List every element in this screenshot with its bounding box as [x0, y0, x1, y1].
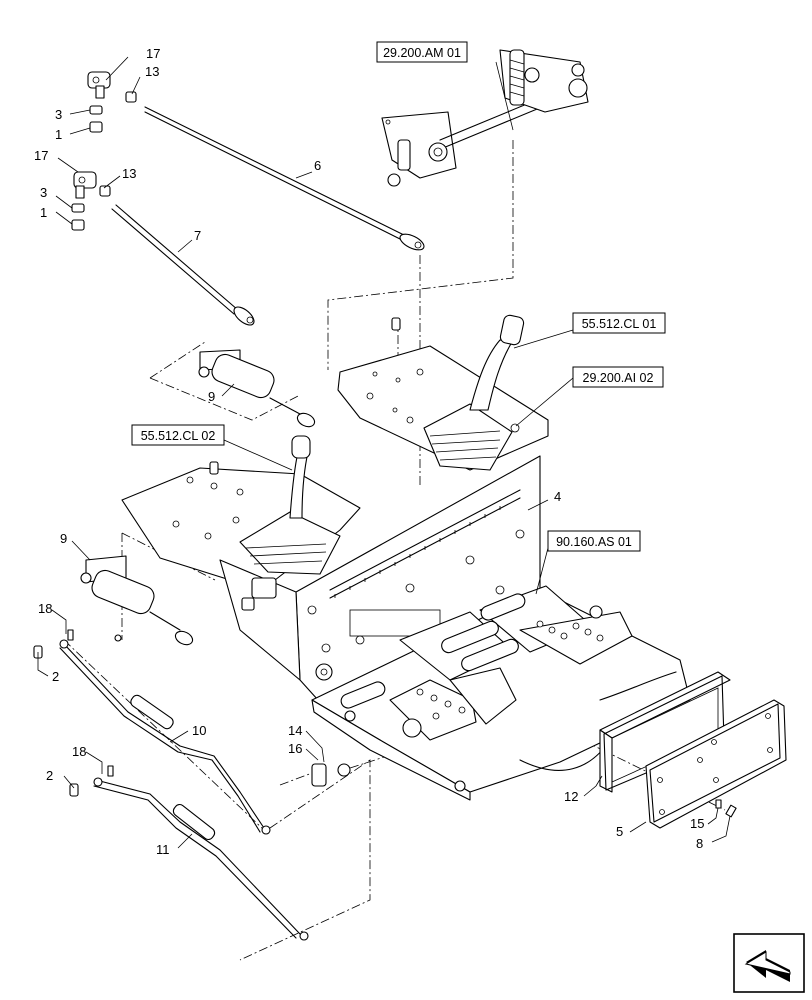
ref-29-200-am-01[interactable]: 29.200.AM 01 [376, 41, 468, 63]
svg-text:55.512.CL 01: 55.512.CL 01 [582, 317, 657, 331]
cover-plate-5 [645, 699, 787, 829]
pedal-holes [416, 620, 604, 720]
rod-11 [93, 777, 309, 941]
rod-7 [111, 204, 255, 326]
callout-17-bottom: 17 [34, 148, 48, 163]
svg-text:55.512.CL 02: 55.512.CL 02 [141, 429, 216, 443]
callout-16: 16 [288, 741, 302, 756]
rod-10 [59, 639, 271, 835]
reference-labels: 29.200.AM 01 55.512.CL 01 29.200.AI 02 5… [131, 41, 666, 552]
rod-end-hardware-bottom [71, 171, 111, 231]
callout-9-upper: 9 [208, 389, 215, 404]
ref-29-200-ai-02[interactable]: 29.200.AI 02 [572, 366, 664, 388]
callout-5: 5 [616, 824, 623, 839]
callout-14: 14 [288, 723, 302, 738]
callout-9-lower: 9 [60, 531, 67, 546]
callout-8: 8 [696, 836, 703, 851]
svg-text:29.200.AI 02: 29.200.AI 02 [583, 371, 654, 385]
callout-2-lower: 2 [46, 768, 53, 783]
callout-11: 11 [156, 842, 170, 857]
callout-numbers: 17 13 3 1 17 13 3 1 6 7 9 4 9 18 2 10 18… [34, 46, 704, 857]
svg-text:90.160.AS 01: 90.160.AS 01 [556, 535, 632, 549]
rod-6 [144, 106, 425, 251]
callout-10: 10 [192, 723, 206, 738]
ref-55-512-cl-01[interactable]: 55.512.CL 01 [572, 312, 666, 334]
reference-leaders [223, 61, 574, 595]
callout-7: 7 [194, 228, 201, 243]
svg-text:29.200.AM 01: 29.200.AM 01 [383, 46, 461, 60]
right-control-plate [337, 314, 549, 471]
callout-2-upper: 2 [52, 669, 59, 684]
callout-18-lower: 18 [72, 744, 86, 759]
callout-3-bottom: 3 [40, 185, 47, 200]
callout-12: 12 [564, 789, 578, 804]
left-control-plate [121, 435, 361, 591]
callout-13-top: 13 [145, 64, 159, 79]
callout-18-upper: 18 [38, 601, 52, 616]
callout-13-bottom: 13 [122, 166, 136, 181]
main-frame [219, 455, 541, 701]
ref-90-160-as-01[interactable]: 90.160.AS 01 [547, 530, 641, 552]
callout-6: 6 [314, 158, 321, 173]
callout-1-bottom: 1 [40, 205, 47, 220]
damper-lower [80, 555, 194, 646]
callout-15: 15 [690, 816, 704, 831]
callout-17-top: 17 [146, 46, 160, 61]
next-page-arrow-icon[interactable] [733, 933, 805, 993]
callout-leaders [37, 56, 731, 849]
top-linkage-assembly [381, 49, 589, 187]
callout-1-top: 1 [55, 127, 62, 142]
rod-end-hardware-top [87, 71, 137, 133]
damper-upper [198, 349, 316, 428]
callout-4: 4 [554, 489, 561, 504]
pedal-base-assembly [311, 585, 691, 801]
callout-3-top: 3 [55, 107, 62, 122]
ref-55-512-cl-02[interactable]: 55.512.CL 02 [131, 424, 225, 446]
